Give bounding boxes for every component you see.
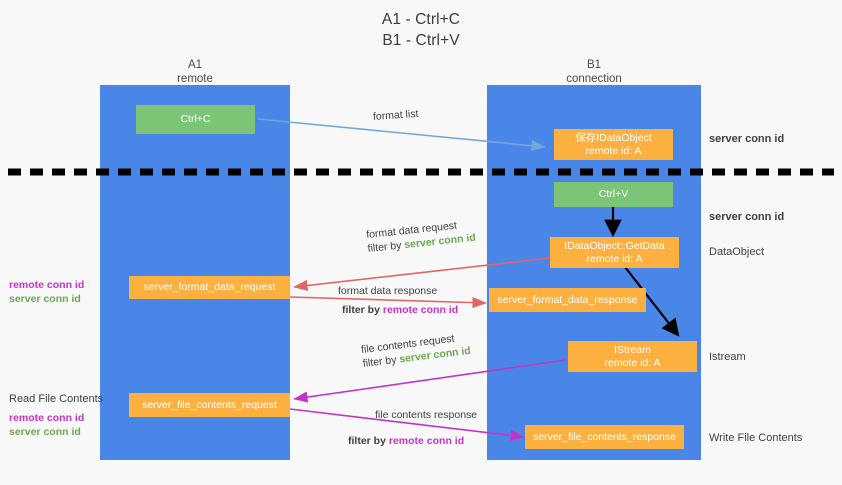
column-header-b1: B1 connection bbox=[487, 58, 701, 86]
side-label-write-file-contents: Write File Contents bbox=[709, 431, 802, 445]
edge-label-file-contents-response-text: file contents response bbox=[375, 409, 478, 421]
box-ctrl-v[interactable]: Ctrl+V bbox=[554, 182, 673, 207]
box-ctrl-v-label: Ctrl+V bbox=[598, 188, 629, 200]
box-server-format-data-response-label: server_format_data_response bbox=[497, 293, 638, 306]
box-istream[interactable]: IStream remote id: A bbox=[568, 341, 697, 372]
box-server-file-contents-request-label: server_file_contents_request bbox=[142, 398, 277, 411]
box-istream-line1: IStream bbox=[614, 343, 651, 356]
box-getdata-line2: remote id: A bbox=[586, 252, 643, 265]
column-a1-name: A1 bbox=[187, 59, 203, 71]
box-server-format-data-request[interactable]: server_format_data_request bbox=[129, 276, 290, 299]
remote-conn-id-text-2: remote conn id bbox=[388, 435, 465, 447]
box-store-dataobject-line1: 保存IDataObject bbox=[575, 131, 652, 144]
box-ctrl-c[interactable]: Ctrl+C bbox=[136, 105, 255, 134]
box-ctrl-c-label: Ctrl+C bbox=[180, 113, 211, 125]
legend-remote-conn-id-1: remote conn id bbox=[9, 279, 85, 291]
box-getdata[interactable]: IDataObject::GetData remote id: A bbox=[550, 237, 679, 268]
filter-by-text-1: filter by bbox=[367, 239, 403, 255]
box-server-format-data-request-label: server_format_data_request bbox=[143, 281, 276, 293]
edge-label-file-contents-response: file contents response bbox=[375, 408, 477, 422]
column-b1-name: B1 bbox=[586, 59, 602, 71]
edge-label-format-data-response-filter: filter by remote conn id bbox=[342, 303, 458, 317]
box-store-dataobject-line2: remote id: A bbox=[585, 144, 642, 157]
legend-remote-conn-id-2: remote conn id bbox=[9, 412, 85, 424]
side-label-legend-bottom: remote conn id server conn id bbox=[9, 411, 84, 439]
column-header-a1: A1 remote bbox=[100, 58, 290, 86]
side-label-server-conn-id-top-text: server conn id bbox=[709, 133, 785, 145]
side-label-istream-text: Istream bbox=[709, 351, 746, 363]
box-getdata-line1: IDataObject::GetData bbox=[564, 239, 665, 252]
column-b1-role: connection bbox=[566, 73, 622, 85]
filter-by-text-3: filter by bbox=[362, 353, 398, 370]
column-a1-role: remote bbox=[177, 73, 213, 85]
legend-server-conn-id-2: server conn id bbox=[9, 426, 81, 438]
box-server-file-contents-response-label: server_file_contents_response bbox=[532, 430, 676, 443]
side-label-dataobject-text: DataObject bbox=[709, 246, 765, 258]
box-server-format-data-response[interactable]: server_format_data_response bbox=[489, 288, 646, 312]
side-label-read-file-contents: Read File Contents bbox=[9, 392, 103, 406]
side-label-server-conn-id-mid-text: server conn id bbox=[709, 211, 785, 223]
edge-label-format-list-text: format list bbox=[372, 107, 419, 123]
box-server-file-contents-request[interactable]: server_file_contents_request bbox=[129, 393, 290, 417]
side-label-dataobject: DataObject bbox=[709, 245, 764, 259]
box-server-file-contents-response[interactable]: server_file_contents_response bbox=[525, 425, 684, 449]
side-label-istream: Istream bbox=[709, 350, 746, 364]
side-label-legend-top: remote conn id server conn id bbox=[9, 278, 84, 306]
side-label-server-conn-id-mid: server conn id bbox=[709, 210, 784, 224]
edge-label-format-data-response: format data response filter by remote co… bbox=[338, 284, 458, 317]
box-store-dataobject[interactable]: 保存IDataObject remote id: A bbox=[554, 129, 673, 160]
side-label-server-conn-id-top: server conn id bbox=[709, 132, 784, 146]
filter-by-text-2: filter by bbox=[342, 304, 380, 316]
edge-label-format-data-response-text: format data response bbox=[338, 285, 438, 297]
title-line-2: B1 - Ctrl+V bbox=[382, 32, 460, 49]
legend-server-conn-id-1: server conn id bbox=[9, 293, 81, 305]
remote-conn-id-text-1: remote conn id bbox=[382, 304, 459, 316]
page-title: A1 - Ctrl+C B1 - Ctrl+V bbox=[0, 9, 842, 51]
filter-by-text-4: filter by bbox=[348, 435, 386, 447]
edge-label-file-contents-request: file contents request filter by server c… bbox=[360, 330, 471, 371]
side-label-write-file-contents-text: Write File Contents bbox=[709, 432, 803, 444]
edge-label-format-data-request: format data request filter by server con… bbox=[366, 217, 477, 256]
edge-label-file-contents-response-filter: filter by remote conn id bbox=[348, 434, 464, 448]
box-istream-line2: remote id: A bbox=[604, 356, 661, 369]
edge-label-format-list: format list bbox=[373, 107, 419, 124]
side-label-read-file-contents-text: Read File Contents bbox=[9, 393, 104, 405]
title-line-1: A1 - Ctrl+C bbox=[381, 11, 461, 28]
